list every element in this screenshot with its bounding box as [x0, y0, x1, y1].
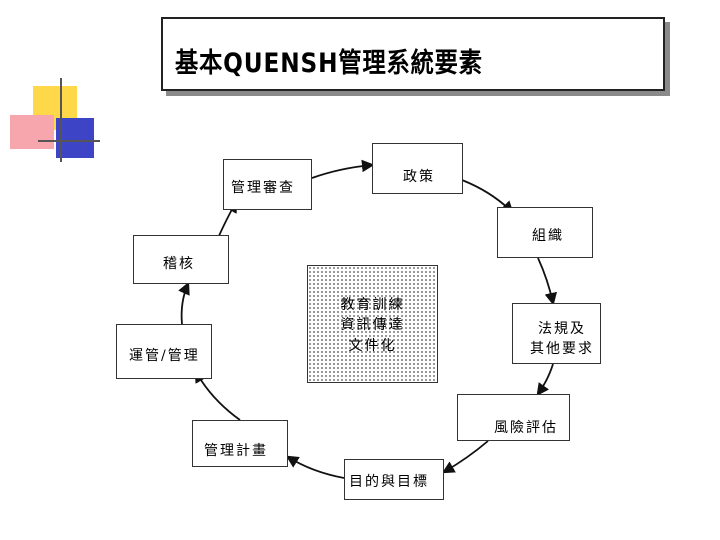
decorative-blue-square [56, 118, 94, 158]
node-organization: 組織 [497, 207, 593, 258]
node-objectives: 目的與目標 [344, 459, 444, 500]
arrow-risk-to-objectives [441, 440, 489, 474]
node-policy-label: 政策 [403, 169, 435, 185]
arrow-operation-to-audit [178, 281, 190, 325]
arrow-organization-to-regulations [537, 257, 558, 306]
node-operation: 運管/管理 [116, 324, 212, 379]
node-audit-label: 稽核 [163, 256, 195, 272]
arrow-plan-to-operation [194, 369, 241, 421]
node-operation-label: 運管/管理 [129, 348, 200, 364]
center-label-communication: 資訊傳達 [340, 317, 405, 333]
node-management-review-label: 管理審查 [231, 180, 295, 196]
decorative-vertical-line [60, 78, 62, 162]
decorative-horizontal-line [38, 140, 100, 142]
node-policy: 政策 [372, 143, 463, 194]
node-risk-assessment-label: 風險評估 [494, 420, 558, 436]
arrow-objectives-to-plan [285, 455, 345, 479]
decorative-pink-square [10, 115, 54, 149]
node-management-plan: 管理計畫 [192, 420, 288, 467]
node-objectives-label: 目的與目標 [349, 474, 429, 490]
node-regulations-label-line1: 法規及 [538, 321, 586, 337]
arrow-review-to-policy [311, 159, 375, 179]
node-audit: 稽核 [133, 235, 229, 284]
node-risk-assessment: 風險評估 [457, 394, 570, 441]
center-support-box: 教育訓練 資訊傳達 文件化 [307, 265, 438, 383]
center-label-documentation: 文件化 [348, 338, 397, 354]
node-regulations-label-line2: 其他要求 [530, 341, 594, 357]
node-regulations: 法規及 其他要求 [512, 303, 601, 364]
node-management-review: 管理審查 [223, 159, 312, 210]
page-title: 基本QUENSH管理系統要素 [175, 48, 483, 79]
title-box: 基本QUENSH管理系統要素 [161, 17, 665, 91]
arrow-regulations-to-risk [536, 363, 554, 397]
node-management-plan-label: 管理計畫 [204, 443, 268, 459]
node-organization-label: 組織 [532, 228, 564, 244]
center-label-training: 教育訓練 [340, 297, 405, 313]
